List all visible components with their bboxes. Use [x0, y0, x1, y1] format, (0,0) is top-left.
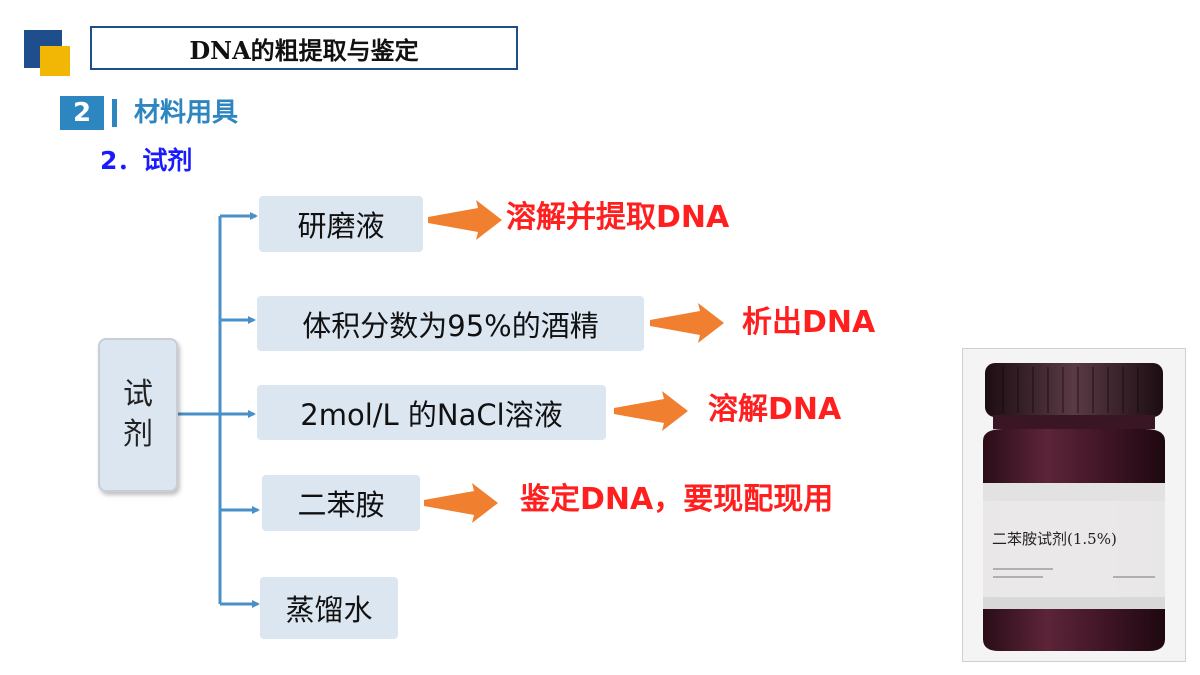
- bottle-image: [983, 363, 1165, 651]
- section-number-badge: 2: [60, 96, 104, 130]
- page-title: DNA的粗提取与鉴定: [90, 26, 518, 70]
- reagent-bottle-photo: [962, 348, 1186, 662]
- purpose-text-1: 溶解并提取DNA: [506, 200, 730, 235]
- root-node-reagents: 试 剂: [98, 338, 178, 492]
- root-label-line1: 试: [123, 377, 153, 412]
- section-title: 材料用具: [134, 98, 239, 128]
- orange-arrow-2: [650, 303, 724, 343]
- orange-arrow-1: [428, 200, 502, 240]
- reagent-node-grinding-solution: 研磨液: [259, 196, 423, 252]
- reagent-node-diphenylamine: 二苯胺: [262, 475, 420, 531]
- orange-arrow-4: [424, 483, 498, 523]
- orange-arrow-3: [614, 391, 688, 431]
- purpose-text-3: 溶解DNA: [708, 392, 842, 427]
- bottle-label-text: 二苯胺试剂(1.5%): [992, 530, 1117, 548]
- purpose-text-4: 鉴定DNA，要现配现用: [520, 482, 834, 517]
- root-label-line2: 剂: [123, 417, 153, 452]
- subtitle: 2．试剂: [100, 146, 193, 175]
- reagent-node-nacl: 2mol/L 的NaCl溶液: [257, 385, 606, 440]
- purpose-text-2: 析出DNA: [742, 305, 876, 340]
- reagent-node-distilled-water: 蒸馏水: [260, 577, 398, 639]
- reagent-node-ethanol: 体积分数为95%的酒精: [257, 296, 644, 351]
- logo-square-yellow: [40, 46, 70, 76]
- section-divider: [112, 99, 117, 127]
